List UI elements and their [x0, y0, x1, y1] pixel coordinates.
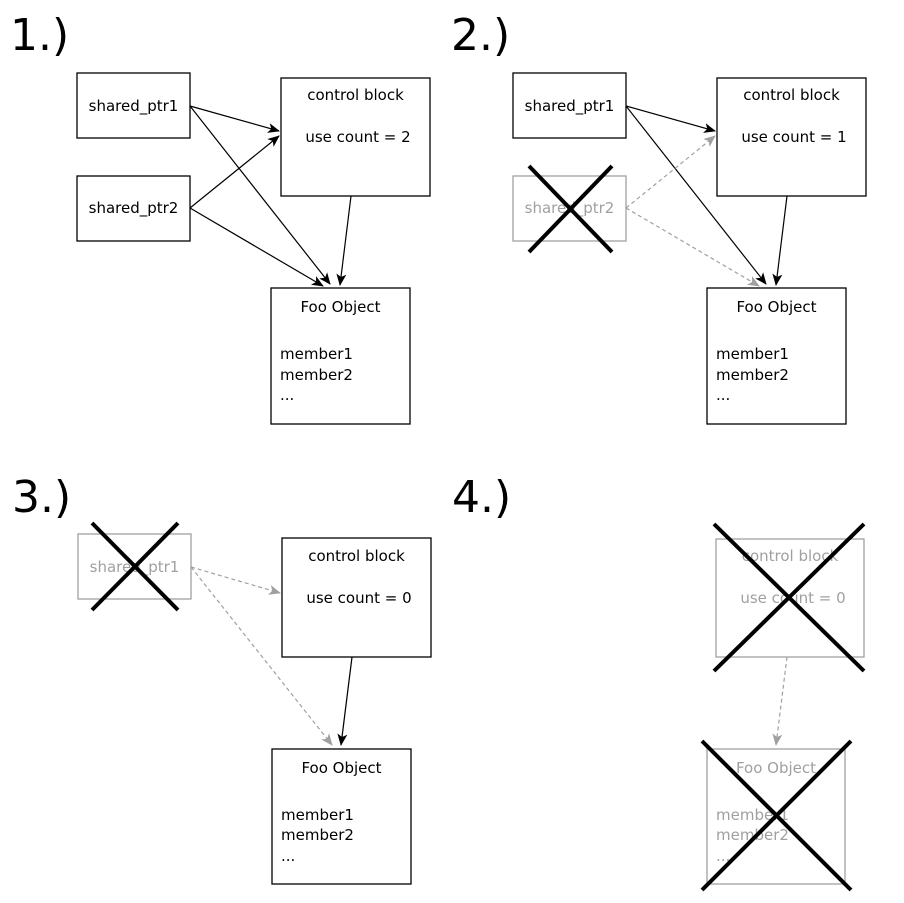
- member-ellipsis: ...: [280, 386, 294, 404]
- member-ellipsis: ...: [716, 847, 730, 865]
- arrow-ptr1-to-foo: [189, 105, 331, 285]
- foo-object-title: Foo Object: [736, 759, 816, 777]
- foo-object-box: Foo Object member1 member2 ...: [271, 748, 412, 885]
- foo-object-title: Foo Object: [301, 759, 381, 777]
- member-1: member1: [716, 345, 789, 363]
- shared-ptr1-box-deleted: shared_ptr1: [77, 521, 192, 612]
- arrow-ptr2-to-foo-dashed: [625, 207, 760, 287]
- member-ellipsis: ...: [281, 847, 295, 865]
- panel-label: 2.): [451, 10, 510, 61]
- shared-ptr2-box: shared_ptr2: [76, 175, 191, 242]
- shared-ptr1-label: shared_ptr1: [89, 97, 179, 116]
- control-block-box: control block use count = 2: [280, 77, 431, 197]
- member-1: member1: [281, 806, 354, 824]
- cross-icon: [712, 522, 866, 673]
- panel-3: 3.) shared_ptr1 control block use count …: [12, 472, 432, 885]
- arrow-ptr1-to-control: [189, 105, 280, 133]
- arrow-ptr1-to-control: [625, 105, 716, 133]
- shared-ptr1-box: shared_ptr1: [76, 72, 191, 139]
- shared-ptr2-label: shared_ptr2: [89, 199, 179, 218]
- cross-icon: [90, 521, 180, 612]
- member-2: member2: [281, 826, 354, 844]
- arrow-control-to-foo-dashed: [772, 656, 788, 746]
- panel-1: 1.) shared_ptr1 shared_ptr2 control bloc…: [10, 10, 431, 425]
- shared-ptr2-box-deleted: shared_ptr2: [512, 164, 627, 254]
- arrow-ptr1-to-control-dashed: [190, 566, 281, 595]
- member-1: member1: [280, 345, 353, 363]
- arrow-ptr2-to-foo: [189, 207, 324, 287]
- arrow-ptr1-to-foo-dashed: [190, 566, 333, 746]
- foo-object-box-deleted: Foo Object member1 member2 ...: [700, 739, 853, 892]
- use-count-text: use count = 0: [306, 589, 411, 607]
- arrow-ptr2-to-control: [189, 135, 280, 209]
- shared-ptr1-label: shared_ptr1: [525, 97, 615, 116]
- arrow-control-to-foo: [337, 656, 353, 746]
- control-block-title: control block: [308, 547, 405, 565]
- control-block-box-deleted: control block use count = 0: [712, 522, 866, 673]
- foo-object-box: Foo Object member1 member2 ...: [270, 287, 411, 425]
- control-block-box: control block use count = 0: [281, 537, 432, 658]
- use-count-text: use count = 2: [305, 128, 410, 146]
- arrow-ptr1-to-foo: [625, 105, 767, 285]
- arrow-ptr2-to-control-dashed: [625, 135, 716, 209]
- arrows: [189, 105, 352, 287]
- control-block-title: control block: [743, 86, 840, 104]
- panel-2: 2.) shared_ptr1 shared_ptr2 control bloc…: [451, 10, 867, 425]
- cross-icon: [700, 739, 853, 892]
- shared-ptr1-box: shared_ptr1: [512, 72, 627, 139]
- control-block-box: control block use count = 1: [716, 77, 867, 197]
- panel-label: 4.): [452, 472, 511, 523]
- member-2: member2: [280, 366, 353, 384]
- arrows: [190, 566, 353, 746]
- foo-object-box: Foo Object member1 member2 ...: [706, 287, 847, 425]
- arrow-control-to-foo: [772, 195, 788, 286]
- arrows: [625, 105, 788, 287]
- panel-label: 1.): [10, 10, 69, 61]
- use-count-text: use count = 1: [741, 128, 846, 146]
- panel-4: 4.) control block use count = 0 Foo Obje…: [452, 472, 866, 892]
- member-ellipsis: ...: [716, 386, 730, 404]
- foo-object-title: Foo Object: [300, 298, 380, 316]
- control-block-title: control block: [742, 547, 839, 565]
- control-block-title: control block: [307, 86, 404, 104]
- foo-object-title: Foo Object: [736, 298, 816, 316]
- member-2: member2: [716, 826, 789, 844]
- arrow-control-to-foo: [336, 195, 352, 286]
- panel-label: 3.): [12, 472, 71, 523]
- member-2: member2: [716, 366, 789, 384]
- use-count-text: use count = 0: [740, 589, 845, 607]
- cross-icon: [527, 164, 614, 254]
